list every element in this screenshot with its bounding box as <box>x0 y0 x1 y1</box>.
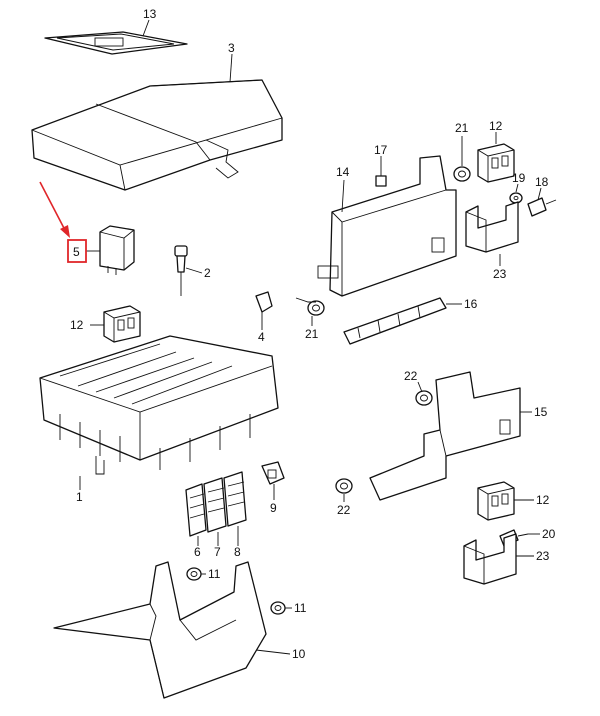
callout-15: 15 <box>534 405 548 419</box>
part-15-support-bracket <box>369 371 521 501</box>
leader-19 <box>515 183 519 193</box>
callout-18: 18 <box>535 175 549 189</box>
part-6-terminal-block <box>185 483 207 537</box>
part-12-relay-holder-left <box>103 305 141 343</box>
part-23-bracket-upper <box>465 201 519 253</box>
callout-2: 2 <box>204 266 211 280</box>
part-23-bracket-lower <box>463 533 517 585</box>
leader-lines <box>79 19 542 655</box>
callout-10: 10 <box>292 647 306 661</box>
callout-11-lower: 11 <box>294 601 307 615</box>
callout-11-upper: 11 <box>208 567 221 581</box>
part-5-relay <box>99 225 135 275</box>
callout-3: 3 <box>228 41 235 55</box>
highlight-arrow <box>39 181 67 233</box>
leader-22a <box>417 381 423 393</box>
part-22-nut-lower <box>335 478 353 494</box>
part-8-terminal-block <box>223 471 247 527</box>
part-11-nut-lower <box>270 601 286 615</box>
part-18-bolt <box>527 197 557 217</box>
part-21-nut-lower <box>307 300 325 316</box>
leader-13 <box>142 19 150 37</box>
leader-dash-21b <box>295 297 316 303</box>
callout-20: 20 <box>542 527 556 541</box>
callout-23-upper: 23 <box>493 267 507 281</box>
callout-7: 7 <box>214 545 221 559</box>
part-14-mounting-plate <box>317 155 457 297</box>
callout-22-lower: 22 <box>337 503 351 517</box>
leader-18 <box>537 187 542 201</box>
part-16-fuse-strip <box>343 297 447 345</box>
part-11-nut-upper <box>186 567 202 581</box>
part-2-connector <box>174 245 188 296</box>
part-10-bracket <box>53 561 267 699</box>
leader-10 <box>255 649 291 655</box>
callout-14: 14 <box>336 165 350 179</box>
leader-2 <box>185 267 203 274</box>
callout-12-left: 12 <box>70 318 84 332</box>
callout-12-upper: 12 <box>489 119 503 133</box>
part-19-washer <box>509 192 523 204</box>
callout-12-lower: 12 <box>536 493 550 507</box>
callout-17: 17 <box>374 143 388 157</box>
callout-labels: 13 3 5 2 12 4 1 6 7 8 9 11 11 10 17 14 2… <box>70 7 556 661</box>
callout-22-upper: 22 <box>404 369 418 383</box>
part-1-fuse-box <box>39 335 279 475</box>
part-4-fuse <box>255 291 273 318</box>
callout-1: 1 <box>76 490 83 504</box>
highlight-arrowhead <box>60 225 70 238</box>
part-13-cover-plate <box>44 31 188 55</box>
callout-5: 5 <box>73 245 80 259</box>
leader-3 <box>229 53 233 83</box>
callout-23-lower: 23 <box>536 549 550 563</box>
callout-16: 16 <box>464 297 478 311</box>
callout-19: 19 <box>512 171 526 185</box>
part-17-clip <box>375 175 387 187</box>
callout-21-upper: 21 <box>455 121 469 135</box>
leader-14 <box>341 179 345 213</box>
callout-8: 8 <box>234 545 241 559</box>
part-12-relay-holder-lower <box>477 481 515 521</box>
callout-21-lower: 21 <box>305 327 319 341</box>
part-22-nut-upper <box>415 390 433 406</box>
part-3-cover <box>31 79 283 191</box>
callout-13: 13 <box>143 7 157 21</box>
highlight-box <box>67 239 87 263</box>
callout-4: 4 <box>258 330 265 344</box>
part-7-terminal-block <box>203 477 227 533</box>
callout-9: 9 <box>270 501 277 515</box>
highlight-part-5 <box>39 181 87 263</box>
part-21-nut-upper <box>453 166 471 182</box>
callout-6: 6 <box>194 545 201 559</box>
part-12-relay-holder-upper <box>477 143 515 183</box>
part-9-clip <box>261 461 285 485</box>
